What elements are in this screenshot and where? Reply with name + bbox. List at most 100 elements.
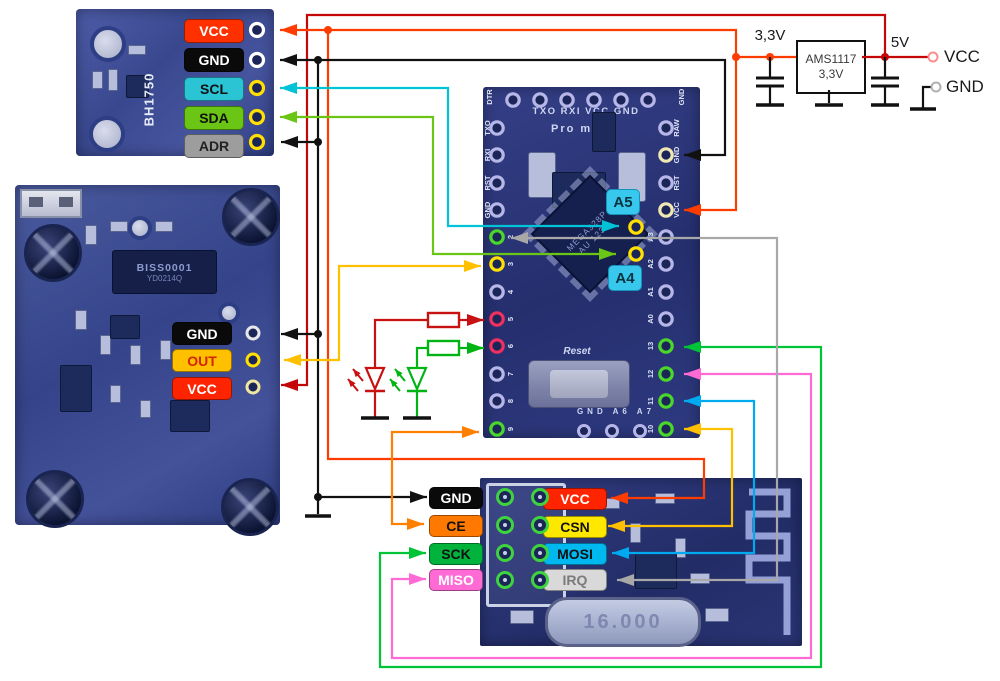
pin (559, 92, 575, 108)
biss0001-chip: BISS0001 YD0214Q (112, 250, 217, 294)
nrf-label-irq: IRQ (543, 569, 607, 591)
smd-component (85, 225, 97, 245)
node-label-3v3: 3,3V (754, 27, 786, 44)
wire-arrow (281, 136, 298, 148)
pin (489, 311, 505, 327)
pin (532, 92, 548, 108)
gnd-terminal (930, 81, 942, 93)
wire-arrow (684, 395, 701, 407)
pin (248, 108, 266, 126)
smd-component (675, 538, 686, 558)
chip-marking: YD0214Q (146, 273, 183, 283)
wire-arrow (284, 354, 301, 366)
wire-arrow (395, 369, 403, 378)
nrf-label-gnd: GND (429, 487, 483, 509)
wire-arrow (611, 492, 628, 504)
pir-label-gnd: GND (172, 322, 232, 345)
smd-component (100, 335, 111, 355)
pin (658, 147, 674, 163)
pin (248, 51, 266, 69)
wire-sck (378, 345, 823, 669)
pir-label-vcc: VCC (172, 377, 232, 400)
reset-button[interactable] (528, 360, 630, 408)
wire-arrow (511, 232, 528, 244)
wire-gnd-term (921, 85, 931, 108)
silkscreen-top: TXO RXI VCC GND (532, 106, 640, 117)
pins-layer (245, 21, 674, 589)
pin (489, 393, 505, 409)
wire-arrow (280, 54, 297, 66)
wire-arrow (684, 341, 701, 353)
wire-arrow (684, 204, 701, 216)
smd-component (75, 310, 87, 330)
wire-arrow (467, 314, 484, 326)
smd-ic (110, 315, 140, 339)
resistor (426, 311, 461, 329)
resistor (426, 339, 461, 357)
pin (489, 284, 505, 300)
wire-arrow (612, 547, 629, 559)
ams1117-regulator: AMS1117 3,3V (796, 40, 866, 94)
pin (489, 229, 505, 245)
pin (248, 79, 266, 97)
pin (658, 256, 674, 272)
regulator-voltage: 3,3V (818, 67, 844, 81)
wire-arrow (410, 491, 427, 503)
wire-gnd-top (280, 58, 727, 157)
pin (613, 92, 629, 108)
wire-scl (280, 86, 619, 228)
bh1750-chip (126, 75, 149, 98)
pin (658, 284, 674, 300)
smd-component (510, 610, 534, 624)
pin (658, 202, 674, 218)
electrolytic-capacitor (221, 478, 279, 536)
bh1750-label-scl: SCL (184, 77, 244, 101)
wire-5v-main (281, 13, 887, 387)
vcc-terminal (927, 51, 939, 63)
wire-mosi (612, 399, 756, 555)
pin (658, 175, 674, 191)
node-label-5v: 5V (890, 34, 910, 51)
wire-arrow (281, 328, 298, 340)
pin (489, 120, 505, 136)
wire-led-red-a (373, 318, 428, 369)
wire-arrow (348, 379, 356, 388)
wire-arrow (684, 423, 701, 435)
nrf-label-miso: MISO (429, 569, 483, 591)
wire-ce (390, 430, 479, 526)
pin (489, 175, 505, 191)
wire-arrow (409, 547, 426, 559)
smd-component (130, 345, 141, 365)
pin (658, 393, 674, 409)
wire-miso (390, 372, 813, 660)
smd-component (110, 221, 128, 232)
wire-arrow (407, 518, 424, 530)
smd-component (60, 365, 92, 412)
pin (245, 352, 261, 368)
led-symbol (406, 366, 428, 392)
vcc-terminal-label: VCC (944, 47, 980, 66)
pin (605, 424, 619, 438)
pin (658, 421, 674, 437)
smd-component (128, 45, 146, 55)
nrf-label-ce: CE (429, 515, 483, 537)
pin (640, 92, 656, 108)
pin (658, 338, 674, 354)
crystal-marking: 16.000 (583, 610, 663, 633)
silkscreen-bottom: GND A6 A7 (576, 407, 656, 416)
wire-led-green-a (415, 346, 428, 369)
wire-arrow (409, 573, 426, 585)
wire-arrow (280, 111, 297, 123)
wire-3v3-main (280, 28, 738, 212)
wire-irq (511, 236, 779, 582)
pin (628, 219, 644, 235)
wire-arrow (467, 342, 484, 354)
pin (586, 92, 602, 108)
wire-csn (608, 427, 734, 528)
bh1750-label-gnd: GND (184, 48, 244, 72)
wire-arrow (280, 24, 297, 36)
regulator-part: AMS1117 (805, 52, 857, 66)
smd-component (705, 608, 729, 622)
